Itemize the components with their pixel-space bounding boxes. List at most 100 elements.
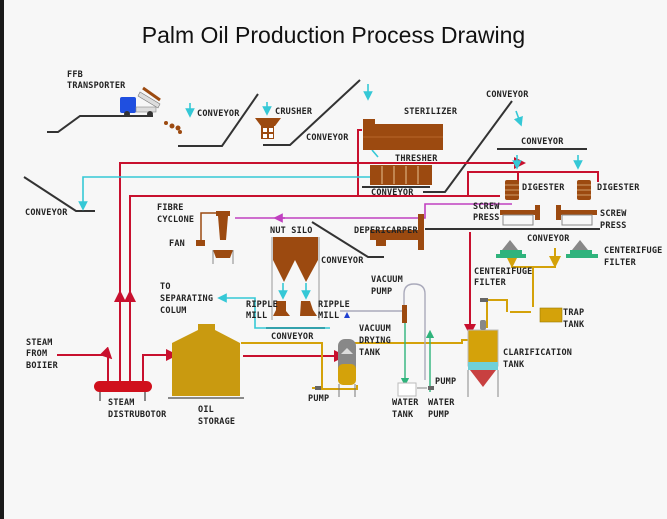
diagram-title: Palm Oil Production Process Drawing [141, 22, 526, 48]
oil-storage-icon [168, 324, 244, 399]
steam-distributor-icon [94, 381, 152, 401]
label-digester-1: DIGESTER [522, 183, 565, 193]
vacuum-pump-icon [402, 305, 407, 323]
water-lines [78, 84, 583, 329]
label-ripple-1b: MILL [246, 311, 267, 321]
thresher-icon [370, 165, 432, 185]
label-vacuum-pump-b: PUMP [371, 287, 392, 297]
label-pump-2: PUMP [435, 377, 456, 387]
label-trap: TRAP [563, 308, 584, 318]
label-centrifuge-1a: CENTERIFUGE [474, 267, 533, 277]
labels: FFB TRANSPORTER CONVEYOR CRUSHER CONVEYO… [25, 70, 663, 427]
label-water-pump-b: PUMP [428, 410, 449, 420]
screw-press-2-icon [556, 205, 597, 226]
label-centrifuge-2a: CENTERIFUGE [604, 246, 663, 256]
depericarper-conveyor-line [311, 221, 384, 258]
label-water-tank-b: TANK [392, 410, 414, 420]
label-separating: SEPARATING [160, 294, 213, 304]
fan-icon [196, 240, 205, 246]
label-screw-press-2a: SCREW [600, 209, 627, 219]
label-pump-1: PUMP [308, 394, 329, 404]
ripple-mill-1-icon [273, 301, 290, 316]
label-screw-press-2b: PRESS [600, 221, 627, 231]
screw-press-1-icon [500, 205, 540, 226]
label-conveyor-5: CONVEYOR [371, 188, 414, 198]
label-screw-press-1b: PRESS [473, 213, 500, 223]
label-to: TO [160, 282, 171, 292]
label-clarification: CLARIFICATION [503, 348, 572, 358]
label-transporter: TRANSPORTER [67, 81, 126, 91]
fibre-cyclone-icon [200, 211, 234, 264]
label-centrifuge-1b: FILTER [474, 278, 507, 288]
label-conveyor-1: CONVEYOR [197, 109, 240, 119]
digester-1-icon [505, 180, 519, 200]
label-ripple-1a: RIPPLE [246, 300, 278, 310]
label-colum: COLUM [160, 306, 187, 316]
label-screw-press-1a: SCREW [473, 202, 500, 212]
label-drying: DRYING [359, 336, 391, 346]
label-fibre: FIBRE [157, 203, 184, 213]
label-sterilizer: STERILIZER [404, 107, 458, 117]
label-steam-distributor-b: DISTRUBOTOR [108, 410, 167, 420]
label-conveyor-6: CONVEYOR [527, 234, 570, 244]
label-conveyor-3: CONVEYOR [486, 90, 529, 100]
clarification-tank-icon [467, 320, 499, 397]
label-conveyor-2: CONVEYOR [306, 133, 349, 143]
conveyor-1-line [178, 93, 259, 147]
label-from: FROM [26, 349, 47, 359]
conveyor-2-line [263, 79, 361, 146]
label-water-tank-a: WATER [392, 398, 419, 408]
fibre-line [235, 203, 512, 219]
label-storage: STORAGE [198, 417, 235, 427]
label-vacuum-pump-a: VACUUM [371, 275, 403, 285]
centrifuge-2-icon [566, 240, 598, 258]
label-ripple-2b: MILL [318, 311, 339, 321]
ripple-mill-2-icon [300, 301, 317, 316]
label-depericarper: DEPERICARPER [354, 226, 418, 236]
label-digester-2: DIGESTER [597, 183, 640, 193]
label-water-pump-a: WATER [428, 398, 455, 408]
label-fan: FAN [169, 239, 185, 249]
label-conveyor-left: CONVEYOR [25, 208, 68, 218]
label-oil: OIL [198, 405, 214, 415]
label-trap-tank: TANK [563, 320, 585, 330]
label-steam: STEAM [26, 338, 53, 348]
ffb-bunches-icon [164, 121, 182, 134]
label-conveyor-4: CONVEYOR [521, 137, 564, 147]
conveyor-3-line [423, 100, 513, 193]
label-centrifuge-2b: FILTER [604, 258, 637, 268]
label-conveyor-8: CONVEYOR [271, 332, 314, 342]
label-ripple-2a: RIPPLE [318, 300, 350, 310]
trap-tank-icon [539, 307, 563, 323]
label-steam-distributor-a: STEAM [108, 398, 135, 408]
depericarper-icon [370, 214, 424, 250]
nut-silo-icon [271, 237, 320, 320]
centrifuge-1-icon [496, 240, 526, 258]
crusher-icon [255, 118, 281, 139]
ramp-conveyor [47, 115, 153, 133]
steam-lines [57, 129, 599, 383]
label-boiler: BOIIER [26, 361, 59, 371]
label-crusher: CRUSHER [275, 107, 313, 117]
window-edge [0, 0, 4, 519]
digester-2-icon [577, 180, 591, 200]
label-thresher: THRESHER [395, 154, 438, 164]
vacuum-loop [340, 283, 426, 380]
water-tank-icon [397, 382, 417, 397]
label-clarification-tank: TANK [503, 360, 525, 370]
conveyor-left-line [23, 176, 95, 212]
label-conveyor-7: CONVEYOR [321, 256, 364, 266]
sterilizer-icon [363, 119, 443, 150]
label-nut-silo: NUT SILO [270, 226, 313, 236]
label-ffb: FFB [67, 70, 83, 80]
vacuum-drying-tank-icon [338, 339, 356, 397]
blue-marker-icon [344, 312, 350, 318]
label-cyclone: CYCLONE [157, 215, 194, 225]
water-pump-icon [428, 386, 434, 390]
pump-1-icon [315, 386, 321, 390]
trap-pump-icon [480, 298, 488, 302]
conveyor-lines [23, 79, 600, 329]
label-vacuum: VACUUM [359, 324, 391, 334]
ffb-truck-icon [120, 86, 161, 117]
